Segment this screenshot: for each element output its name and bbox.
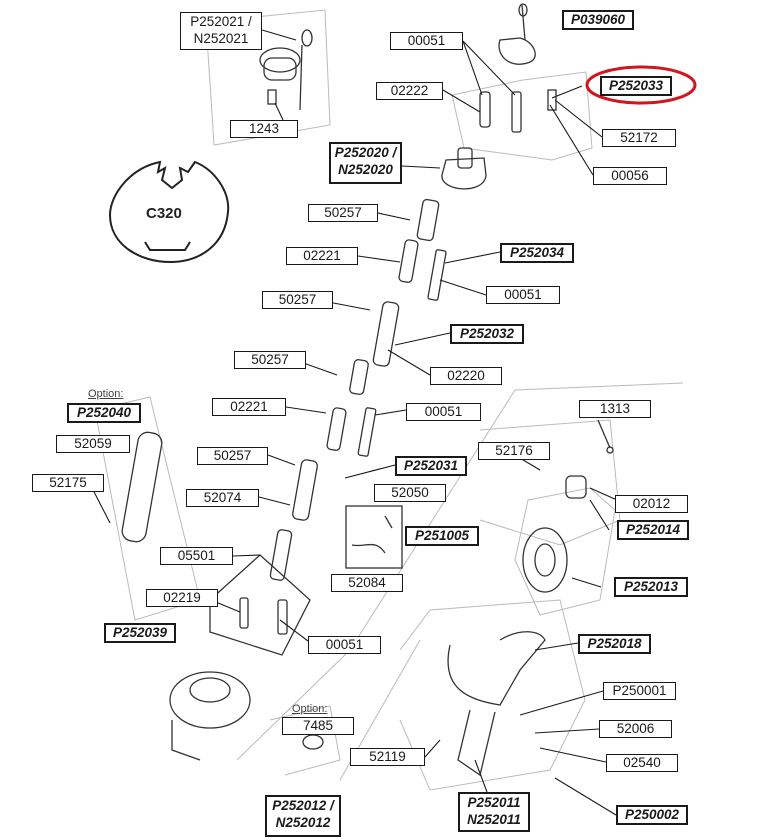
label-00051-b: 00051 — [486, 286, 560, 304]
label-p252039: P252039 — [104, 623, 176, 643]
leader-lines — [89, 29, 627, 816]
label-52074: 52074 — [186, 489, 259, 507]
label-52006: 52006 — [599, 720, 672, 738]
label-p252012: P252012 / N252012 — [265, 795, 341, 837]
label-p252040: P252040 — [67, 403, 141, 423]
label-00051-c: 00051 — [406, 403, 481, 421]
label-50257-c: 50257 — [234, 351, 306, 369]
panel-option — [94, 396, 201, 621]
highlight-ellipse — [585, 65, 697, 105]
label-p252021: P252021 / N252021 — [180, 12, 262, 50]
label-52050: 52050 — [374, 484, 446, 502]
label-p252013: P252013 — [614, 577, 688, 597]
label-52176: 52176 — [478, 442, 550, 460]
label-00051-d: 00051 — [308, 636, 381, 654]
panel-top-right — [451, 71, 593, 161]
option-text: Option: — [88, 388, 124, 400]
label-52084: 52084 — [331, 574, 403, 592]
label-52172: 52172 — [602, 129, 676, 147]
label-02540: 02540 — [606, 754, 678, 772]
label-52119: 52119 — [350, 748, 425, 766]
label-p252031: P252031 — [395, 456, 467, 476]
label-p252018: P252018 — [578, 634, 651, 654]
label-00056: 00056 — [593, 167, 667, 185]
label-02220: 02220 — [430, 367, 502, 385]
label-p252020: P252020 / N252020 — [329, 142, 402, 184]
label-p252032: P252032 — [450, 324, 524, 344]
label-00051-top: 00051 — [390, 32, 463, 50]
label-p252011: P252011 N252011 — [458, 792, 530, 832]
label-p252034: P252034 — [500, 243, 574, 263]
label-02221-a: 02221 — [286, 247, 358, 265]
label-50257-a: 50257 — [308, 204, 378, 222]
label-52059: 52059 — [56, 435, 130, 453]
label-02221-b: 02221 — [212, 398, 286, 416]
label-52175: 52175 — [32, 474, 104, 492]
label-7485: 7485 — [282, 717, 354, 735]
c320-clip — [108, 160, 230, 264]
label-p251005: P251005 — [405, 526, 479, 546]
label-p250002: P250002 — [616, 805, 688, 825]
label-50257-d: 50257 — [197, 447, 268, 465]
label-02012: 02012 — [615, 495, 688, 513]
label-02222: 02222 — [376, 82, 443, 100]
label-p250001: P250001 — [603, 682, 676, 700]
label-02219: 02219 — [146, 589, 218, 607]
label-p252033: P252033 — [600, 76, 672, 96]
label-p252014: P252014 — [617, 520, 689, 540]
option-text-2: Option: — [292, 703, 328, 715]
label-1313: 1313 — [579, 400, 651, 418]
label-p039060: P039060 — [562, 10, 634, 30]
panel-lower-divider — [236, 382, 684, 761]
label-50257-b: 50257 — [262, 291, 333, 309]
label-1243: 1243 — [230, 120, 298, 138]
c320-label: C320 — [146, 205, 182, 222]
label-05501: 05501 — [160, 547, 233, 565]
panel-top-left — [205, 9, 331, 146]
